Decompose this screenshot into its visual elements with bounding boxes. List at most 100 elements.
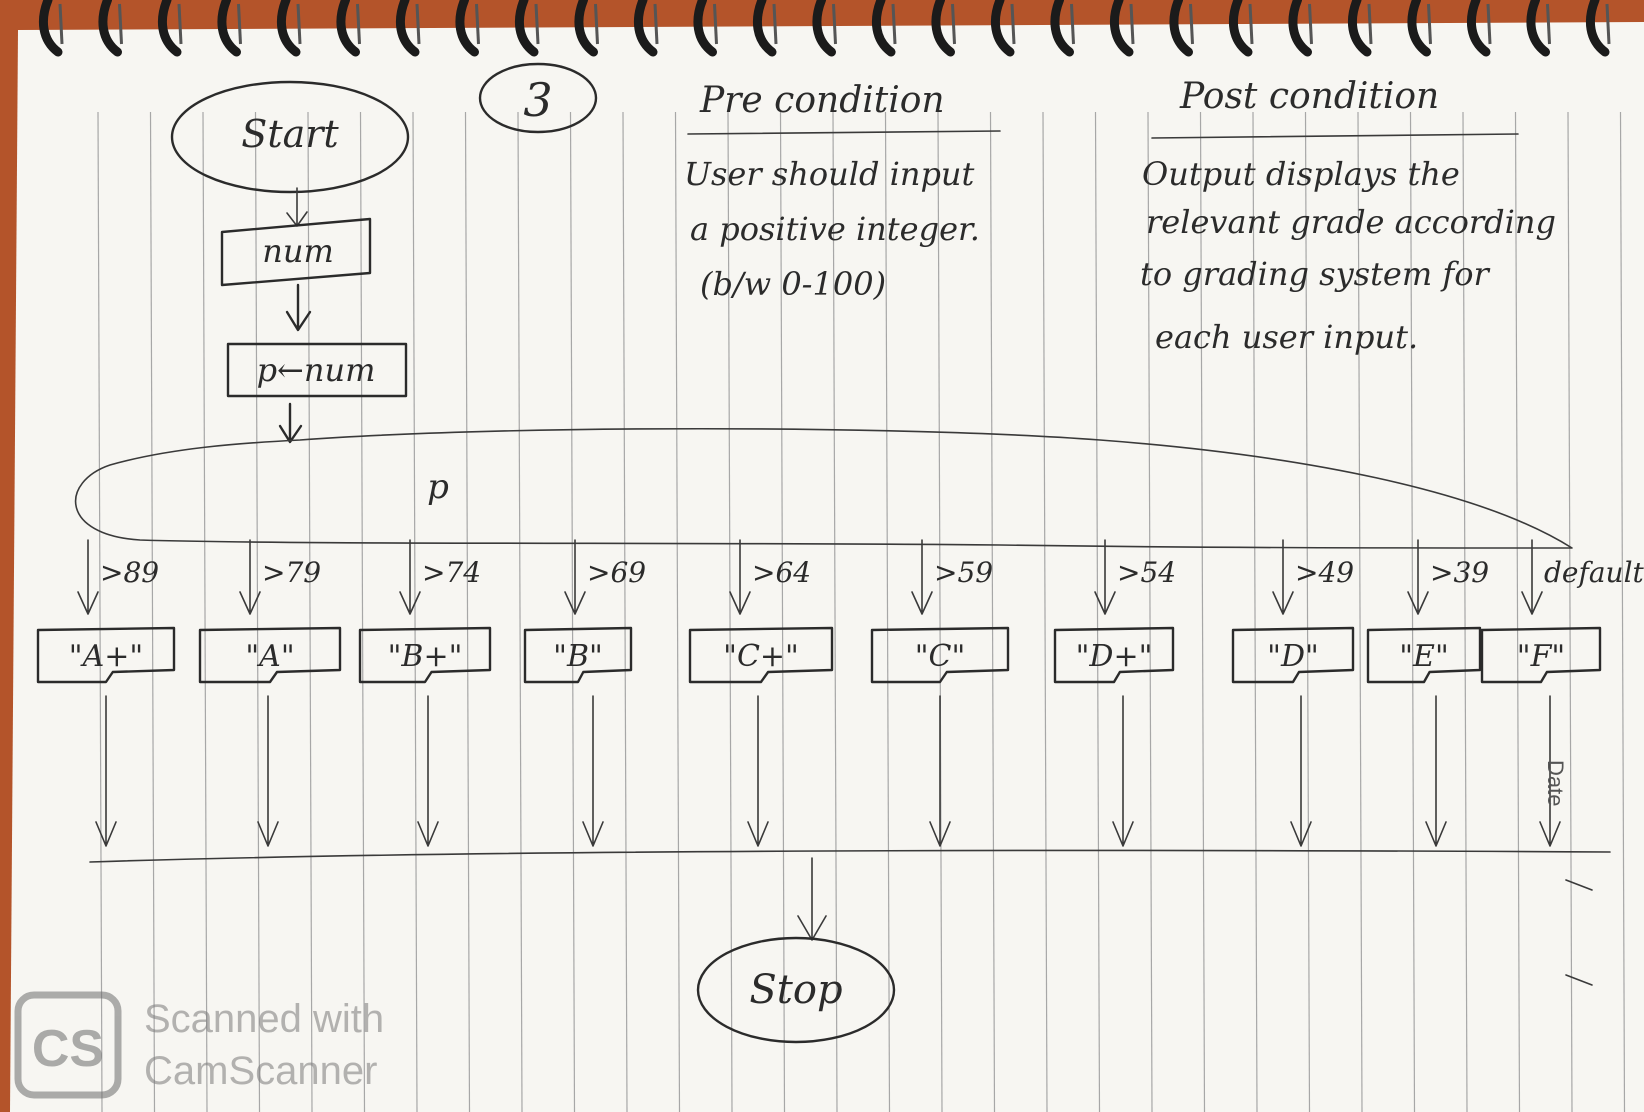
ruled-line (1514, 111, 1521, 1112)
input-box: num (220, 217, 372, 287)
case-condition: >79 (262, 556, 321, 589)
case-output-box (1480, 626, 1602, 684)
case-condition: >39 (1430, 556, 1489, 589)
spiral-ring (1526, 0, 1550, 57)
paper-sheet (10, 22, 1644, 1112)
arrow-merge-to-stop (797, 857, 827, 941)
ruled-line (1409, 111, 1416, 1112)
ruled-line (989, 111, 996, 1112)
spiral-ring (931, 0, 955, 57)
ruled-line (1042, 111, 1048, 1112)
case-arrow (77, 539, 99, 615)
case-arrow (911, 539, 933, 615)
camscanner-logo-text: CS (32, 1020, 104, 1078)
camscanner-logo-icon (14, 991, 122, 1099)
case-output-box (198, 626, 342, 684)
spiral-ring (693, 0, 717, 57)
postcondition-line-1: Output displays the (1142, 155, 1460, 193)
ruled-line (1462, 111, 1468, 1112)
start-label: Start (241, 112, 339, 156)
case-output-arrow (95, 695, 117, 847)
case-condition: >64 (752, 556, 811, 589)
ruled-line (202, 111, 208, 1112)
spiral-ring-wire (1070, 3, 1075, 45)
spiral-ring (1466, 0, 1491, 57)
postcondition-heading: Post condition (1179, 76, 1439, 117)
case-output-box (1366, 626, 1482, 684)
case-condition: default (1544, 556, 1644, 589)
spiral-ring (157, 0, 182, 57)
spiral-ring (1407, 0, 1431, 57)
case-grade: "C" (915, 639, 966, 674)
date-margin-label: Date (1543, 760, 1568, 806)
case-branch: >69"B" (523, 539, 646, 847)
ruled-line (1199, 111, 1206, 1112)
stop-terminal: Stop (696, 936, 896, 1044)
case-output-arrow (582, 695, 604, 847)
precondition-block: Pre condition User should input a positi… (684, 80, 1001, 303)
case-condition: >89 (100, 556, 159, 589)
ruled-line (779, 111, 786, 1112)
case-arrow (1521, 539, 1543, 615)
ruled-line (464, 111, 471, 1112)
spiral-ring (98, 0, 122, 57)
case-condition: >74 (422, 556, 481, 589)
case-arrow (729, 539, 751, 615)
spiral-ring (336, 0, 360, 57)
ruled-line (517, 111, 523, 1112)
case-branch: >49 "D" (1231, 539, 1355, 847)
postcondition-line-3: to grading system for (1140, 255, 1490, 293)
case-grade: "A" (245, 639, 294, 674)
case-output-arrow (747, 695, 769, 847)
spiral-ring-wire (1189, 3, 1194, 45)
watermark-line-2: CamScanner (144, 1049, 377, 1093)
case-branch: default"F" (1480, 539, 1644, 847)
case-branch: >59 "C" (870, 539, 1010, 847)
arrow-assign-to-switch (278, 402, 303, 444)
spiral-ring-wire (1129, 3, 1135, 45)
case-condition: >49 (1295, 556, 1354, 589)
spiral-ring-wire (713, 3, 718, 45)
assign-box: p←num (226, 342, 408, 398)
arrow-input-to-assign (285, 283, 312, 332)
spiral-ring (1585, 0, 1610, 57)
spiral-ring-wire (1367, 3, 1373, 45)
ruled-line (412, 111, 418, 1112)
case-output-box (358, 626, 492, 684)
spiral-ring-wire (58, 3, 64, 45)
spiral-ring (276, 0, 301, 57)
assign-label: p←num (257, 351, 376, 389)
spiral-ring-wire (118, 3, 123, 45)
case-grade: "D" (1267, 639, 1319, 674)
case-output-arrow (1290, 695, 1312, 847)
ruled-line (1304, 111, 1311, 1112)
case-arrow (1272, 539, 1294, 615)
ruled-line (832, 111, 838, 1112)
spiral-ring-wire (415, 3, 421, 45)
ruled-line (569, 111, 576, 1112)
spiral-ring (217, 0, 241, 57)
case-output-arrow (929, 695, 951, 847)
case-branch: >89"A+" (36, 539, 176, 847)
spiral-ring-wire (1486, 3, 1492, 45)
spiral-ring (395, 0, 420, 57)
ruled-line (149, 111, 156, 1112)
merge-line (89, 849, 1611, 863)
spiral-ring (1169, 0, 1193, 57)
precondition-line-2: a positive integer. (690, 210, 980, 248)
spiral-ring (812, 0, 836, 57)
spiral-ring-wire (1605, 3, 1611, 45)
case-condition: >59 (934, 556, 993, 589)
case-output-box (36, 626, 176, 684)
case-grade: "D+" (1076, 639, 1153, 674)
case-grade: "B" (553, 639, 603, 674)
case-output-arrow (1112, 695, 1134, 847)
case-branch: >64"C+" (688, 539, 834, 847)
case-arrow (239, 539, 261, 615)
spiral-ring (1288, 0, 1312, 57)
spiral-ring-wire (832, 3, 837, 45)
ruled-line (1094, 111, 1101, 1112)
case-branch: >39"E" (1366, 539, 1489, 847)
switch-decision: p (74, 427, 1573, 549)
ruled-line (937, 111, 943, 1112)
